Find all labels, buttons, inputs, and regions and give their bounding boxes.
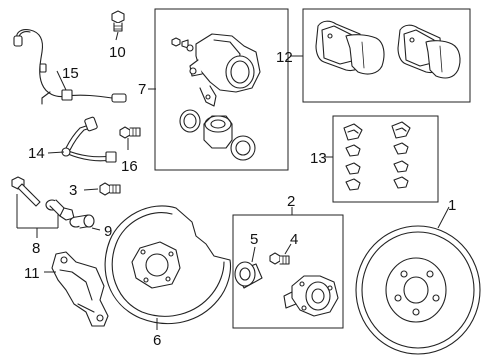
piston-boot-part-7 bbox=[230, 135, 256, 161]
hub-bolt-part-4 bbox=[269, 252, 290, 265]
bushing-part-9 bbox=[69, 214, 95, 229]
leader-lines bbox=[16, 31, 450, 330]
pin-boot-part-8 bbox=[45, 199, 75, 221]
callout-15: 15 bbox=[62, 65, 79, 82]
callout-11: 11 bbox=[24, 265, 40, 282]
caliper-assembly-part-7 bbox=[171, 33, 261, 107]
bolt-part-16 bbox=[119, 126, 141, 139]
callout-12: 12 bbox=[276, 49, 293, 66]
callout-5: 5 bbox=[250, 231, 258, 248]
bolt-part-3 bbox=[99, 182, 121, 196]
caliper-bracket-part-11 bbox=[51, 251, 109, 327]
bolt-part-10 bbox=[111, 10, 125, 32]
callout-6: 6 bbox=[153, 332, 161, 349]
callout-7: 7 bbox=[138, 81, 146, 98]
wheel-bearing-part-5 bbox=[234, 261, 263, 289]
guide-pin-part-8 bbox=[11, 176, 41, 207]
callout-14: 14 bbox=[28, 145, 45, 162]
pad-clips-part-13 bbox=[343, 121, 411, 191]
piston-seal-part-7 bbox=[179, 109, 201, 133]
dust-shield-part-6 bbox=[104, 205, 232, 325]
callout-8: 8 bbox=[32, 240, 40, 257]
piston-part-7 bbox=[203, 115, 233, 149]
callout-2: 2 bbox=[287, 193, 295, 210]
brake-pad-inner-part-12 bbox=[315, 20, 385, 75]
brake-hose-part-14 bbox=[61, 116, 117, 163]
callout-4: 4 bbox=[290, 231, 298, 248]
brake-pad-outer-part-12 bbox=[397, 24, 461, 79]
callout-3: 3 bbox=[69, 182, 77, 199]
hub-bearing-frame bbox=[232, 214, 344, 329]
callout-labels: 10 15 7 14 16 3 8 9 11 6 12 13 2 5 4 1 bbox=[24, 44, 456, 349]
hub-assembly-part-2 bbox=[283, 275, 339, 317]
callout-13: 13 bbox=[310, 150, 327, 167]
pad-clips-frame bbox=[332, 115, 439, 203]
callout-1: 1 bbox=[448, 197, 456, 214]
abs-sensor-wire-part-15 bbox=[13, 29, 127, 105]
callout-10: 10 bbox=[109, 44, 126, 61]
callout-16: 16 bbox=[121, 158, 138, 175]
callout-9: 9 bbox=[104, 223, 112, 240]
brake-rotor-part-1 bbox=[355, 225, 481, 355]
